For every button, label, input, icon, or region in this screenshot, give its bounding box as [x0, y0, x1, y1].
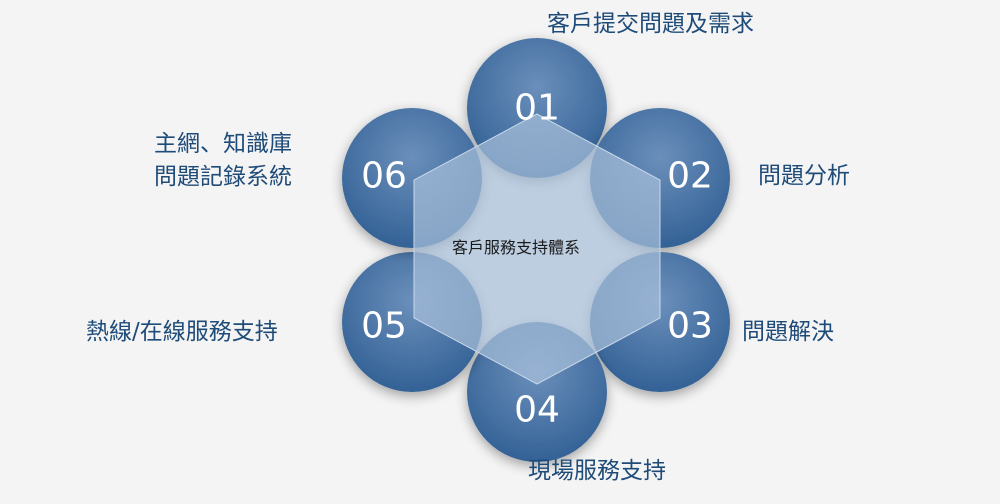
- center-hexagon: [413, 113, 661, 385]
- step-label-04: 現場服務支持: [528, 458, 666, 484]
- step-label-06: 主網、知識庫 問題記錄系統: [154, 128, 292, 194]
- step-number-01: 01: [514, 88, 560, 129]
- step-label-03: 問題解決: [742, 319, 834, 345]
- step-number-05: 05: [361, 306, 407, 347]
- step-label-05: 熱線/在線服務支持: [86, 319, 278, 345]
- step-number-06: 06: [361, 156, 407, 197]
- step-label-02: 問題分析: [758, 163, 850, 189]
- step-number-03: 03: [667, 306, 713, 347]
- center-label: 客戶服務支持體系: [452, 238, 581, 257]
- step-label-01: 客戶提交問題及需求: [547, 11, 754, 37]
- step-number-02: 02: [667, 156, 713, 197]
- step-label-06-line-2: 問題記錄系統: [154, 164, 292, 190]
- step-number-04: 04: [514, 390, 560, 431]
- step-label-06-line-1: 主網、知識庫: [154, 131, 292, 157]
- numbers-layer: 01 02 03 04 05 06: [361, 88, 713, 431]
